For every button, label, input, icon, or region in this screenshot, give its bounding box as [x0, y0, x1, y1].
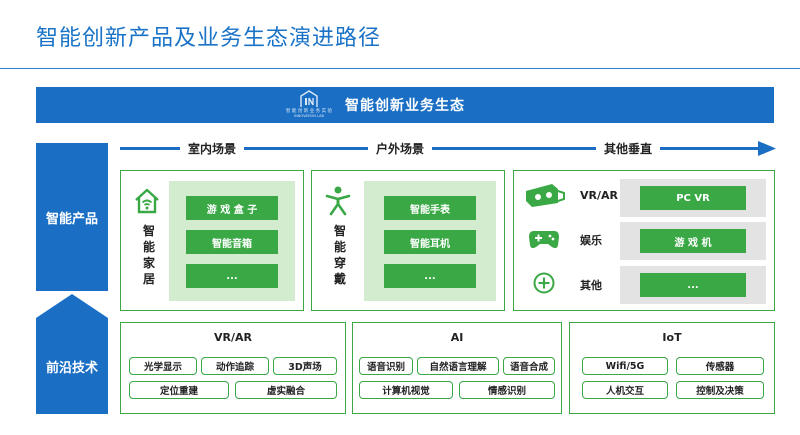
lab-logo-text: 智 能 创 新 业 务 实 验 — [285, 109, 332, 114]
tech-panel-title: IoT — [662, 331, 682, 344]
scene-label-vertical: 其他垂直 — [596, 140, 661, 158]
title-divider — [0, 68, 800, 69]
tech-pill[interactable]: 控制及决策 — [676, 381, 764, 399]
tech-pill[interactable]: 虚实融合 — [235, 381, 337, 399]
tech-pill[interactable]: 计算机视觉 — [359, 381, 453, 399]
tech-pill[interactable]: 人机交互 — [582, 381, 668, 399]
up-arrow-icon — [36, 294, 108, 318]
vr-headset-icon — [526, 184, 565, 207]
lab-logo-subtext: INNOVATION LAB — [294, 113, 324, 118]
tech-pill[interactable]: 动作追踪 — [201, 357, 269, 375]
page-title: 智能创新产品及业务生态演进路径 — [36, 26, 382, 51]
indoor-items-area: 游 戏 盒 子 智能音箱 ... — [169, 181, 295, 301]
tech-pill[interactable]: 语音识别 — [359, 357, 413, 375]
indoor-item[interactable]: 智能音箱 — [186, 230, 278, 254]
tech-pill[interactable]: 定位重建 — [129, 381, 229, 399]
tech-panel-ai: AI 语音识别 自然语言理解 语音合成 计算机视觉 情感识别 — [352, 322, 562, 414]
vertical-row: ... — [620, 266, 766, 304]
smart-home-icon — [135, 188, 159, 214]
plus-circle-icon — [533, 272, 555, 294]
tech-panel-iot: IoT Wifi/5G 传感器 人机交互 控制及决策 — [569, 322, 775, 414]
tech-panel-title: VR/AR — [214, 331, 252, 344]
tech-panel-title: AI — [450, 331, 464, 344]
vertical-item[interactable]: ... — [640, 273, 746, 297]
ecosystem-banner: 智 能 创 新 业 务 实 验 INNOVATION LAB 智能创新业务生态 — [36, 87, 774, 123]
wearable-icon — [325, 186, 351, 216]
vertical-item[interactable]: PC VR — [640, 186, 746, 210]
outdoor-item[interactable]: 智能耳机 — [384, 230, 476, 254]
lab-logo: 智 能 创 新 业 务 实 验 INNOVATION LAB — [274, 89, 344, 121]
side-label-products: 智能产品 — [36, 143, 108, 291]
vertical-row-label: VR/AR — [580, 189, 618, 202]
side-label-tech: 前沿技术 — [36, 318, 108, 414]
scene-arrow — [120, 141, 776, 156]
outdoor-items-area: 智能手表 智能耳机 ... — [364, 181, 496, 301]
indoor-vertical-label: 智 能 家 居 — [142, 224, 155, 286]
outdoor-item[interactable]: 智能手表 — [384, 196, 476, 220]
outdoor-item[interactable]: ... — [384, 264, 476, 288]
tech-panel-vrar: VR/AR 光学显示 动作追踪 3D声场 定位重建 虚实融合 — [120, 322, 346, 414]
gamepad-icon — [529, 231, 559, 249]
indoor-item[interactable]: 游 戏 盒 子 — [186, 196, 278, 220]
panel-vertical: VR/AR PC VR 娱乐 游 戏 机 其他 ... — [513, 170, 775, 311]
vertical-item[interactable]: 游 戏 机 — [640, 229, 746, 253]
tech-pill[interactable]: 自然语言理解 — [417, 357, 499, 375]
tech-pill[interactable]: 语音合成 — [503, 357, 555, 375]
tech-pill[interactable]: 情感识别 — [459, 381, 555, 399]
tech-pill[interactable]: 光学显示 — [129, 357, 197, 375]
banner-title: 智能创新业务生态 — [345, 98, 465, 114]
tech-pill[interactable]: Wifi/5G — [582, 357, 668, 375]
vertical-row-label: 娱乐 — [580, 234, 602, 247]
panel-outdoor: 智 能 穿 戴 智能手表 智能耳机 ... — [311, 170, 505, 311]
panel-indoor: 智 能 家 居 游 戏 盒 子 智能音箱 ... — [120, 170, 304, 311]
scene-label-outdoor: 户外场景 — [368, 140, 433, 158]
outdoor-vertical-label: 智 能 穿 戴 — [333, 224, 346, 286]
vertical-row: PC VR — [620, 179, 766, 217]
vertical-row: 游 戏 机 — [620, 222, 766, 260]
tech-pill[interactable]: 传感器 — [676, 357, 764, 375]
scene-label-indoor: 室内场景 — [180, 140, 245, 158]
indoor-item[interactable]: ... — [186, 264, 278, 288]
lab-logo-icon — [300, 90, 318, 107]
tech-pill[interactable]: 3D声场 — [273, 357, 337, 375]
vertical-row-label: 其他 — [580, 279, 602, 292]
